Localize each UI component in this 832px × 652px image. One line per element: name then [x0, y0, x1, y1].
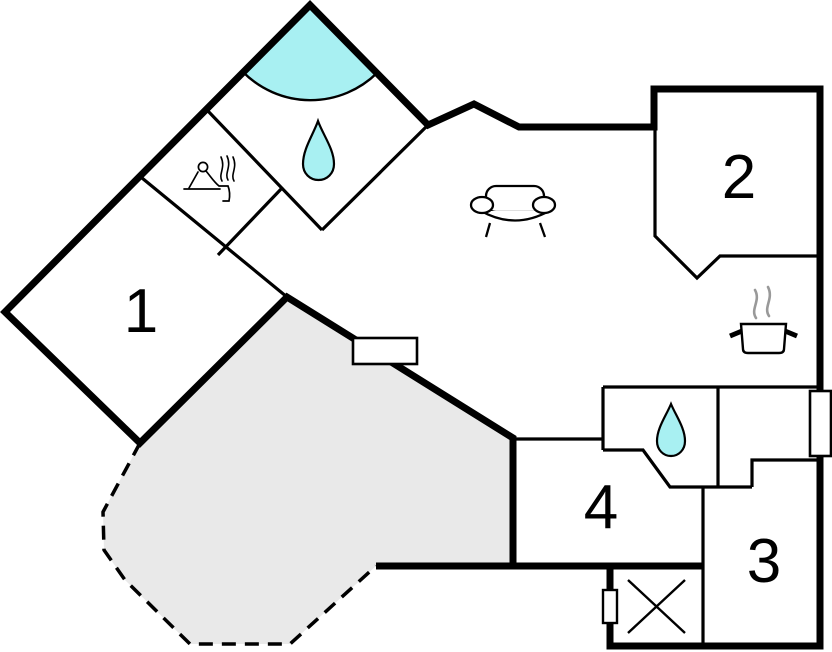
room-1-label: 1: [124, 277, 158, 346]
shower-arc-line: [242, 71, 378, 102]
sofa-icon: [469, 184, 557, 238]
water-drop-icon: [655, 401, 687, 458]
water-drop-icon: [301, 117, 336, 182]
sauna-person-icon: [183, 155, 236, 202]
terrace-dashed-boundary: [101, 442, 378, 646]
window-right-wall: [808, 389, 832, 458]
cross-box-icon: [627, 579, 686, 634]
room2-partition-wall: [653, 127, 820, 281]
room-2-label: 2: [722, 143, 756, 212]
window-terrace-wall: [351, 336, 419, 366]
shower-corner-icon: [243, 5, 377, 101]
terrace-area: [103, 297, 513, 644]
interior-walls: [140, 108, 820, 646]
room-4-label: 4: [584, 473, 618, 542]
cooking-pot-icon: [729, 285, 798, 355]
window-bottom-wall: [601, 588, 619, 625]
room-3-label: 3: [747, 527, 781, 596]
